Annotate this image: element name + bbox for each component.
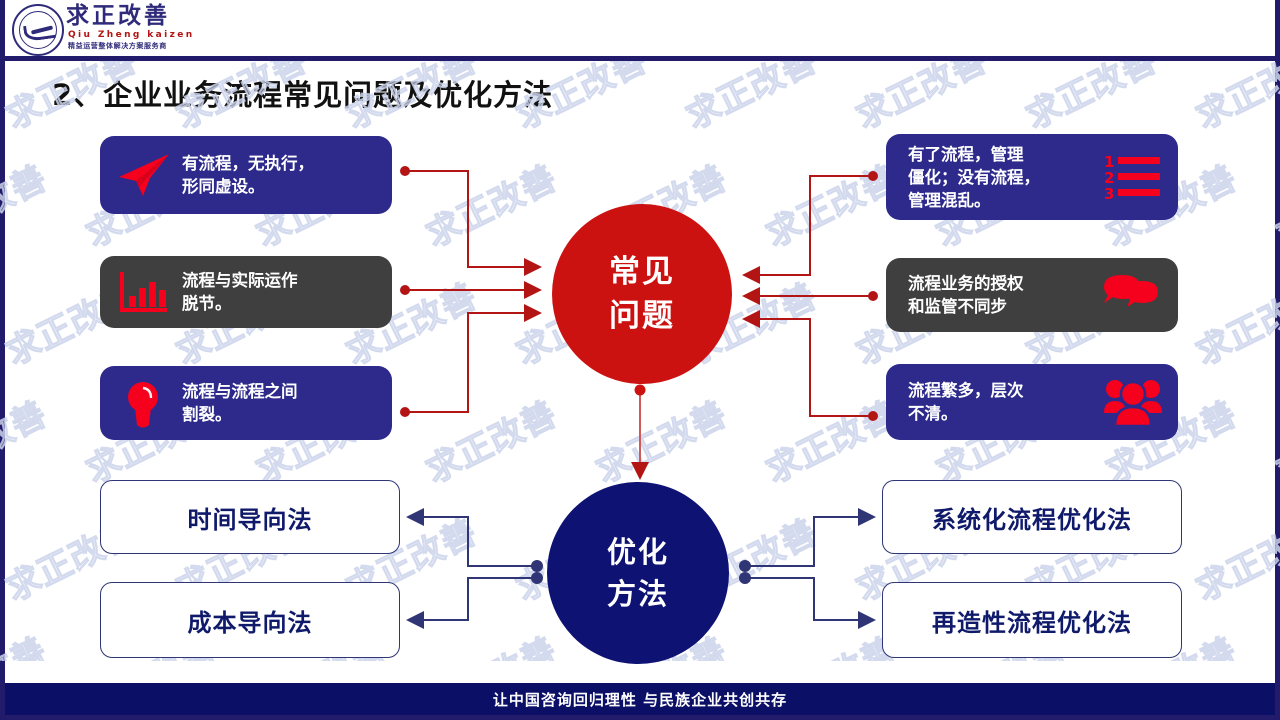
connector-right-method-dots (739, 560, 751, 584)
problem-card-right-1-text: 有了流程，管理 僵化；没有流程， 管理混乱。 (908, 144, 1040, 210)
problem-card-right-2[interactable]: 流程业务的授权 和监管不同步 (886, 258, 1178, 332)
method-box-left-2-label: 成本导向法 (187, 608, 313, 637)
logo-chinese-name: 求正改善 (66, 3, 170, 29)
method-box-left-1[interactable]: 时间导向法 (100, 480, 400, 554)
connector-right-problems (742, 175, 873, 417)
logo-emblem-icon (12, 4, 64, 56)
slide-footer: 让中国咨询回归理性 与民族企业共创共存 (0, 683, 1280, 715)
problem-card-left-2-text: 流程与实际运作 脱节。 (182, 271, 298, 313)
problem-card-right-3-text: 流程繁多，层次 不清。 (908, 381, 1024, 423)
svg-text:3: 3 (1104, 185, 1114, 203)
svg-text:2: 2 (1104, 169, 1114, 187)
problem-card-left-1-text: 有流程，无执行， 形同虚设。 (182, 154, 314, 196)
connector-left-methods (406, 508, 538, 629)
problem-card-left-1[interactable]: 有流程，无执行， 形同虚设。 (100, 136, 392, 214)
people-group-icon (1102, 374, 1164, 430)
logo-pinyin-name: Qiu Zheng kaizen (68, 30, 195, 40)
slide-border-bottom (0, 715, 1280, 720)
method-box-right-1[interactable]: 系统化流程优化法 (882, 480, 1182, 554)
bar-chart-icon (112, 264, 174, 320)
svg-text:1: 1 (1104, 153, 1114, 171)
connector-right-methods (744, 508, 876, 629)
problem-card-left-3[interactable]: 流程与流程之间 割裂。 (100, 366, 392, 440)
hub-optimization-methods-label: 优化 方法 (606, 535, 669, 611)
numbered-list-icon: 1 2 3 (1102, 149, 1164, 205)
connector-hub-to-hub (631, 384, 649, 480)
header-divider (0, 56, 1280, 61)
hub-optimization-methods[interactable]: 优化 方法 (547, 482, 729, 664)
problem-card-left-3-text: 流程与流程之间 割裂。 (182, 382, 298, 424)
method-box-right-2-label: 再造性流程优化法 (932, 608, 1132, 637)
paper-plane-icon (112, 147, 174, 203)
connector-left-dots (400, 166, 410, 417)
slide-border-left (0, 0, 5, 720)
slide-header: 求正改善 Qiu Zheng kaizen 精益运营整体解决方案服务商 (0, 0, 1280, 56)
company-logo: 求正改善 Qiu Zheng kaizen 精益运营整体解决方案服务商 (8, 2, 198, 56)
problem-card-right-3[interactable]: 流程繁多，层次 不清。 (886, 364, 1178, 440)
method-box-right-1-label: 系统化流程优化法 (932, 505, 1132, 534)
method-box-left-1-label: 时间导向法 (187, 505, 313, 534)
page-title: 2、企业业务流程常见问题及优化方法 (52, 78, 554, 112)
method-box-right-2[interactable]: 再造性流程优化法 (882, 582, 1182, 658)
problem-card-left-2[interactable]: 流程与实际运作 脱节。 (100, 256, 392, 328)
method-box-left-2[interactable]: 成本导向法 (100, 582, 400, 658)
footer-slogan: 让中国咨询回归理性 与民族企业共创共存 (492, 690, 788, 709)
speech-bubbles-icon (1102, 267, 1164, 323)
hub-common-problems[interactable]: 常见 问题 (552, 204, 732, 384)
hub-common-problems-label: 常见 问题 (609, 254, 675, 334)
connector-right-dots (868, 171, 878, 421)
slide-border-right (1275, 0, 1280, 720)
logo-tagline: 精益运营整体解决方案服务商 (68, 42, 167, 50)
problem-card-right-2-text: 流程业务的授权 和监管不同步 (908, 274, 1024, 316)
lightbulb-icon (112, 375, 174, 431)
problem-card-right-1[interactable]: 有了流程，管理 僵化；没有流程， 管理混乱。 1 2 3 (886, 134, 1178, 220)
connector-left-problems (405, 170, 542, 413)
connector-left-method-dots (531, 560, 543, 584)
